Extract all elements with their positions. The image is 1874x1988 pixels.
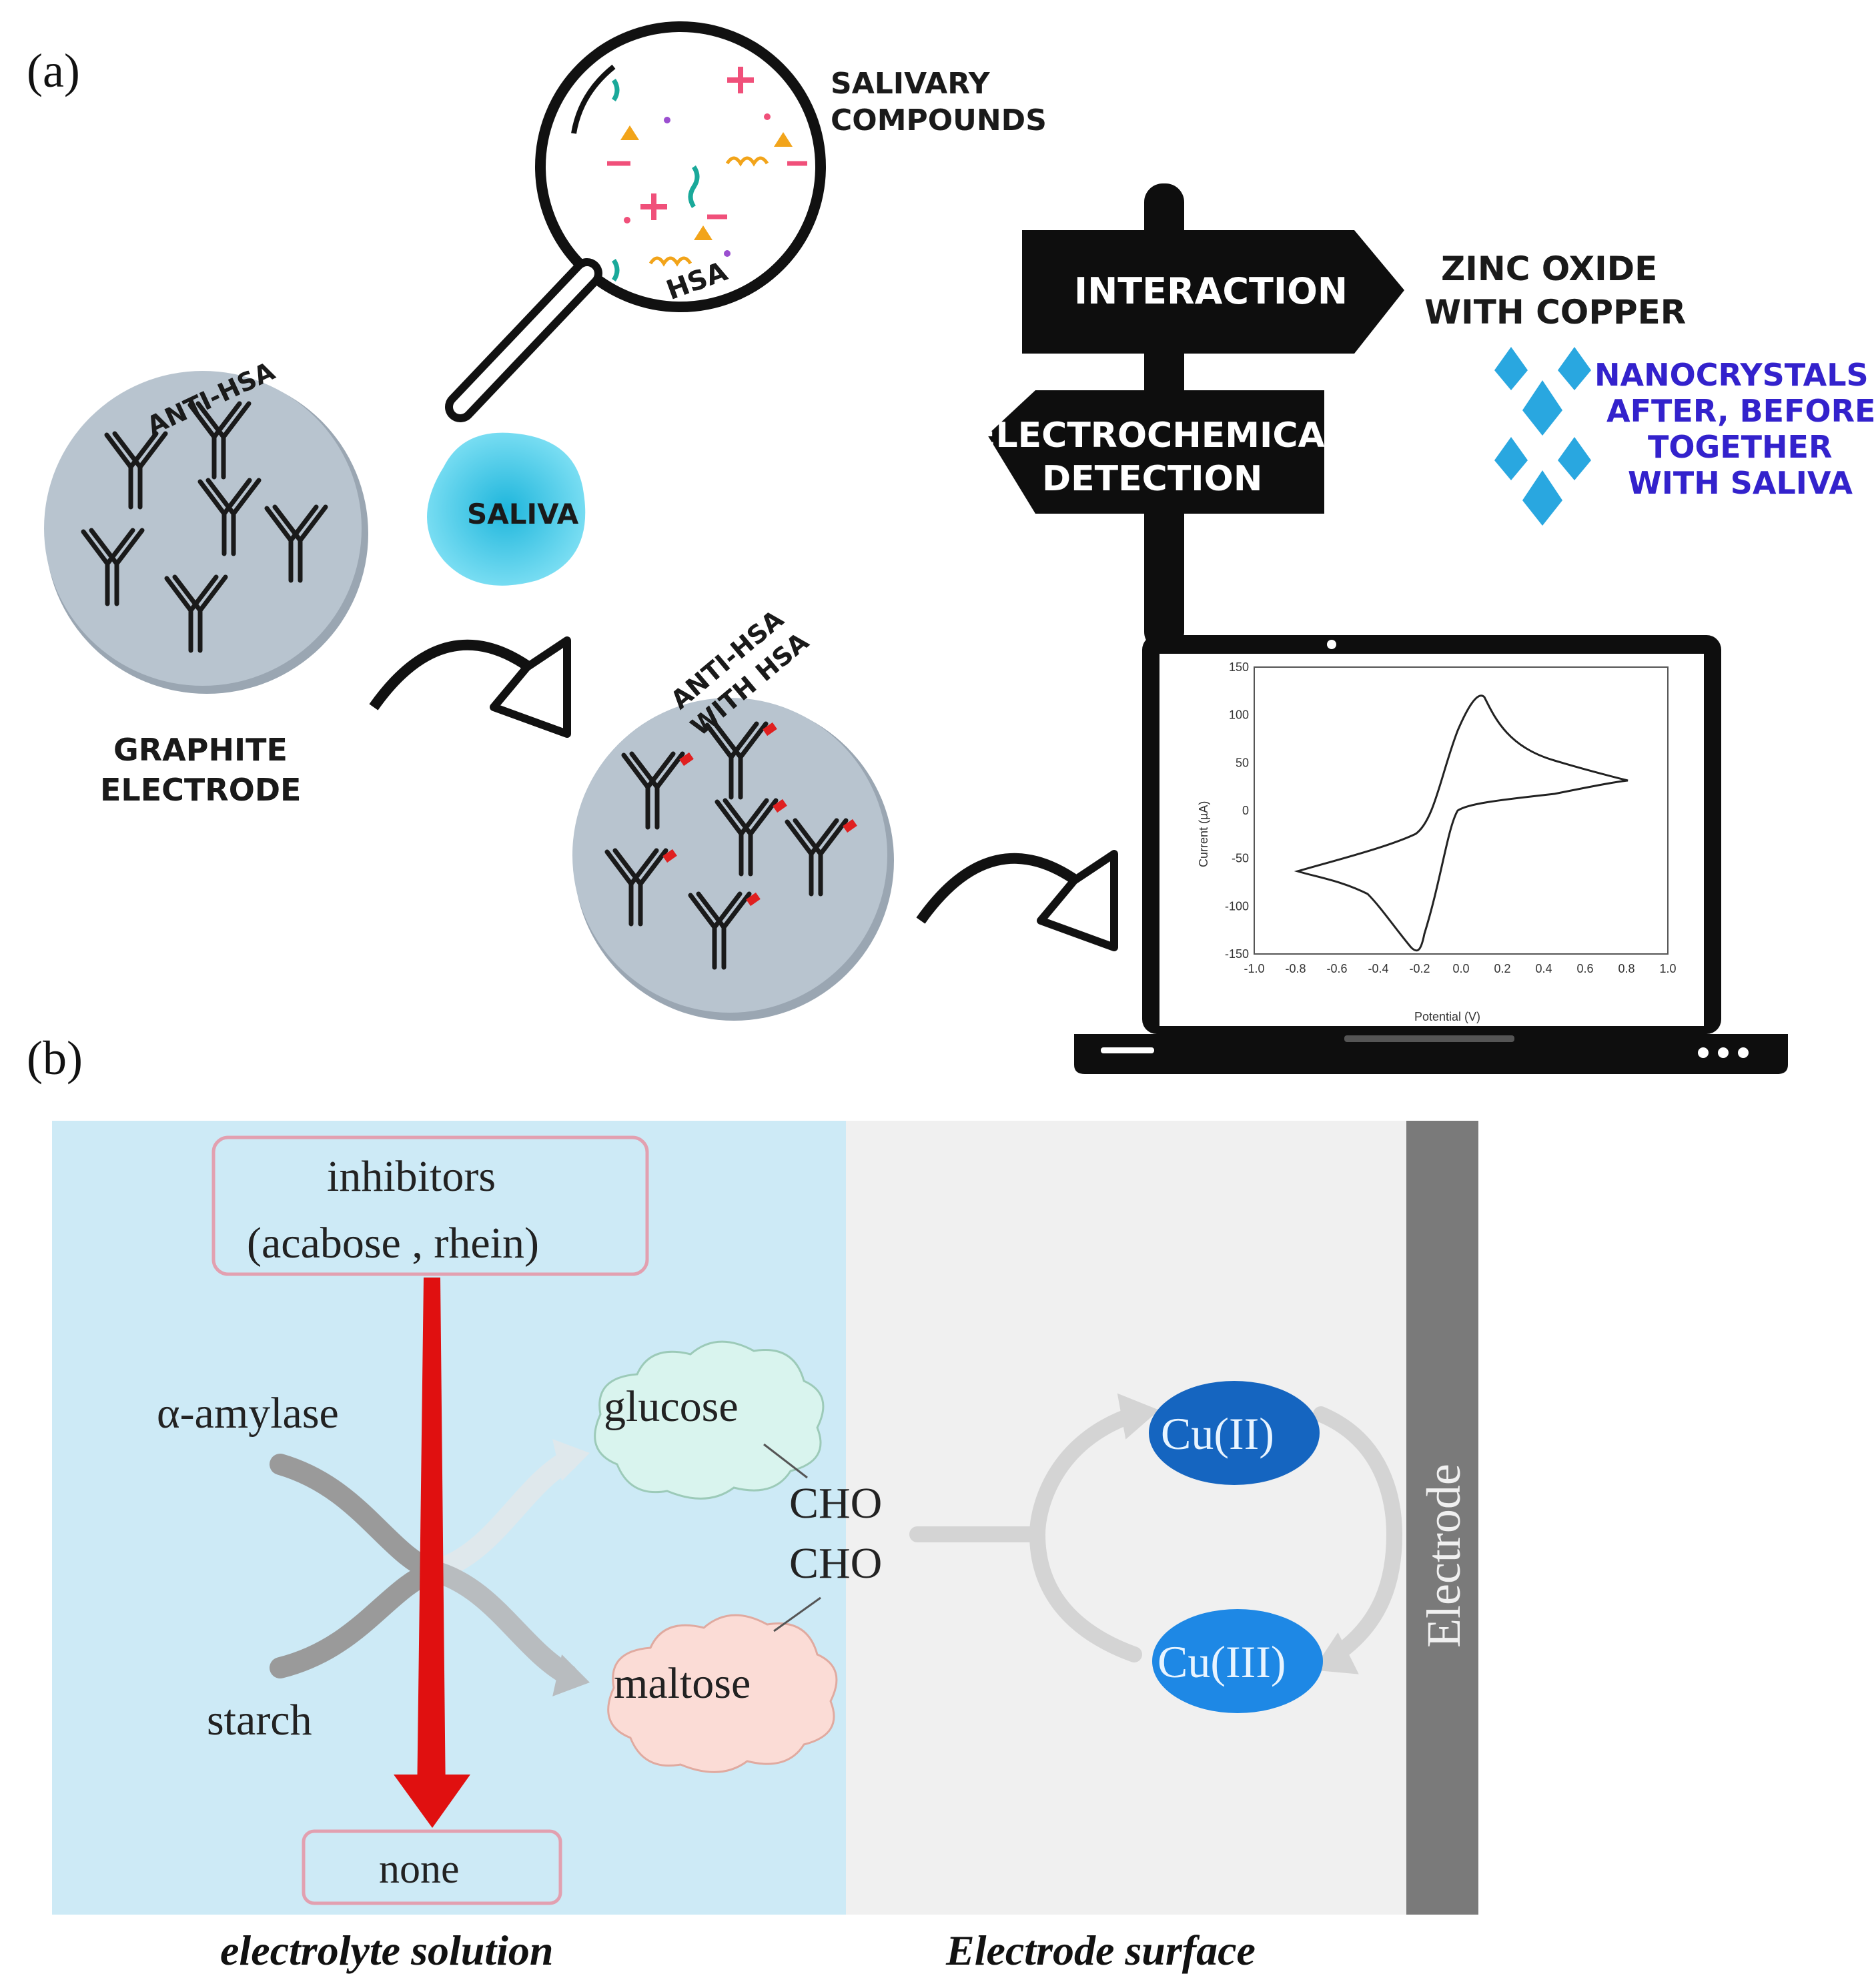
sign-detection-label-1: ELECTROCHEMICAL [972, 416, 1347, 456]
plot-xtick-label: 0.2 [1494, 962, 1510, 975]
plot-ylabel: Current (µA) [1197, 801, 1210, 867]
plot-xtick-label: -0.4 [1368, 962, 1388, 975]
nanocrystals-label-1: NANOCRYSTALS [1594, 357, 1869, 393]
panel-b-label: (b) [27, 1031, 83, 1085]
glucose-cloud: glucose [594, 1340, 825, 1500]
nanocrystals-label-3: TOGETHER [1648, 429, 1832, 465]
plot-xtick-label: 0.8 [1618, 962, 1634, 975]
sign-detection-label-2: DETECTION [1042, 459, 1262, 499]
droplet-icon [1494, 347, 1591, 526]
plot-xtick-label: 1.0 [1659, 962, 1676, 975]
plot-ytick-label: -50 [1232, 852, 1249, 865]
none-box [302, 1829, 562, 1905]
reaction-arcs [270, 1439, 590, 1696]
plot-ytick-label: 50 [1236, 756, 1249, 769]
alpha-amylase-label: α-amylase [157, 1389, 339, 1438]
electrode-flow-arrows [909, 1393, 1403, 1674]
plot-ytick-label: 0 [1242, 804, 1249, 817]
plot-xtick-label: -1.0 [1244, 962, 1264, 975]
plot-xtick-label: -0.8 [1285, 962, 1306, 975]
inhibition-arrow [394, 1278, 470, 1828]
plot-ytick-label: 150 [1229, 660, 1249, 674]
plot-xtick-label: 0.4 [1535, 962, 1552, 975]
plot-ytick-label: -150 [1225, 947, 1249, 961]
plot-xtick-label: 0.6 [1576, 962, 1593, 975]
cu3-label: Cu(III) [1157, 1636, 1286, 1687]
laptop-icon [1074, 635, 1788, 1074]
zinc-oxide-label-1: ZINC OXIDE [1441, 250, 1657, 288]
nanocrystals-label-2: AFTER, BEFORE, [1606, 393, 1874, 429]
caption-electrode-surface: Electrode surface [945, 1927, 1256, 1974]
plot-xtick-label: -0.6 [1326, 962, 1347, 975]
starch-label: starch [207, 1696, 312, 1745]
cho-label-2: CHO [789, 1539, 882, 1588]
electrode-bar [1406, 1121, 1478, 1915]
zinc-oxide-label-2: WITH COPPER [1424, 293, 1686, 332]
inhibitors-label-1: inhibitors [327, 1152, 496, 1201]
glucose-label: glucose [604, 1382, 739, 1431]
saliva-label: SALIVA [467, 498, 579, 530]
caption-electrolyte-solution: electrolyte solution [220, 1927, 554, 1974]
graphite-electrode-label-1: GRAPHITE [113, 732, 288, 768]
saliva-blob: SALIVA [427, 432, 586, 586]
graphite-electrode-label-2: ELECTRODE [100, 772, 301, 808]
electrode-surface-area [846, 1121, 1406, 1915]
none-label: none [379, 1847, 460, 1892]
sign-interaction-label: INTERACTION [1074, 270, 1348, 312]
inhibitors-box [211, 1135, 649, 1276]
inhibitors-label-2: (acabose , rhein) [247, 1219, 539, 1268]
maltose-label: maltose [614, 1659, 751, 1708]
magnifier-icon: HSA [445, 21, 826, 422]
plot-xtick-label: -0.2 [1409, 962, 1430, 975]
graphite-electrode-disc [44, 371, 368, 694]
salivary-compounds-label-1: SALIVARY [831, 67, 991, 101]
cu3-ellipse [1152, 1609, 1323, 1713]
panel-a-label: (a) [27, 44, 80, 97]
salivary-compounds-label-2: COMPOUNDS [831, 103, 1047, 137]
cv-curve [1294, 694, 1628, 952]
cho-label-1: CHO [789, 1479, 882, 1528]
nanocrystals-label-4: WITH SALIVA [1628, 465, 1853, 501]
plot-ytick-label: 100 [1229, 708, 1249, 722]
curved-arrow-icon [916, 850, 1118, 951]
cu2-ellipse [1149, 1381, 1320, 1485]
plot-xlabel: Potential (V) [1414, 1010, 1480, 1023]
plot-ytick-label: -100 [1225, 899, 1249, 913]
curved-arrow-icon [369, 636, 571, 738]
plot-xtick-label: 0.0 [1452, 962, 1469, 975]
maltose-cloud: maltose [607, 1614, 838, 1773]
electrode-label: Electrode [1417, 1464, 1470, 1648]
cho-connectors [763, 1443, 821, 1632]
anti-hsa-with-hsa-disc [572, 698, 894, 1021]
signpost [987, 183, 1404, 650]
salivary-compounds-icon [571, 64, 807, 282]
voltammogram-plot: 150 100 50 0 -50 -100 -150 -1.0 -0.8 -0.6 -0.4 -0.… [1197, 660, 1677, 1023]
cu2-label: Cu(II) [1161, 1408, 1274, 1459]
